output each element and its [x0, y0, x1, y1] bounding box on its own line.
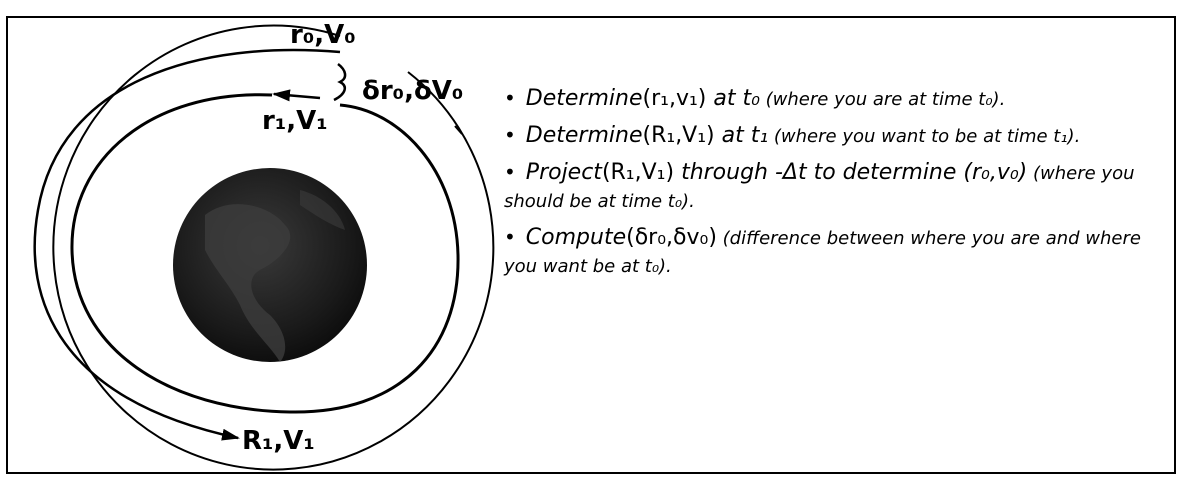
delta-tick — [454, 125, 463, 135]
procedure-step: •Project(R₁,V₁) through -Δt to determine… — [504, 160, 1135, 212]
bullet-icon: • — [504, 86, 516, 110]
initial-state-label: r₀,V₀ — [290, 20, 356, 50]
current-state-arrow — [272, 89, 321, 102]
bullet-icon: • — [504, 225, 516, 249]
current-orbit — [70, 93, 460, 414]
bullet-icon: • — [504, 123, 516, 147]
procedure-list: •Determine(r₁,v₁) at t₀ (where you are a… — [504, 85, 1144, 289]
correction-label: δr₀,δV₀ — [362, 76, 464, 106]
outer-orbit — [52, 24, 495, 471]
procedure-step: •Determine(r₁,v₁) at t₀ (where you are a… — [504, 86, 1006, 111]
procedure-step: •Compute(δr₀,δv₀) (difference between wh… — [504, 225, 1141, 277]
target-state-label: R₁,V₁ — [242, 426, 315, 456]
transfer-trajectory — [33, 48, 341, 441]
procedure-step: •Determine(R₁,V₁) at t₁ (where you want … — [504, 123, 1081, 148]
bullet-icon: • — [504, 160, 516, 184]
delta-bracket — [333, 63, 347, 102]
earth-globe — [173, 168, 367, 362]
current-state-label: r₁,V₁ — [262, 106, 328, 136]
